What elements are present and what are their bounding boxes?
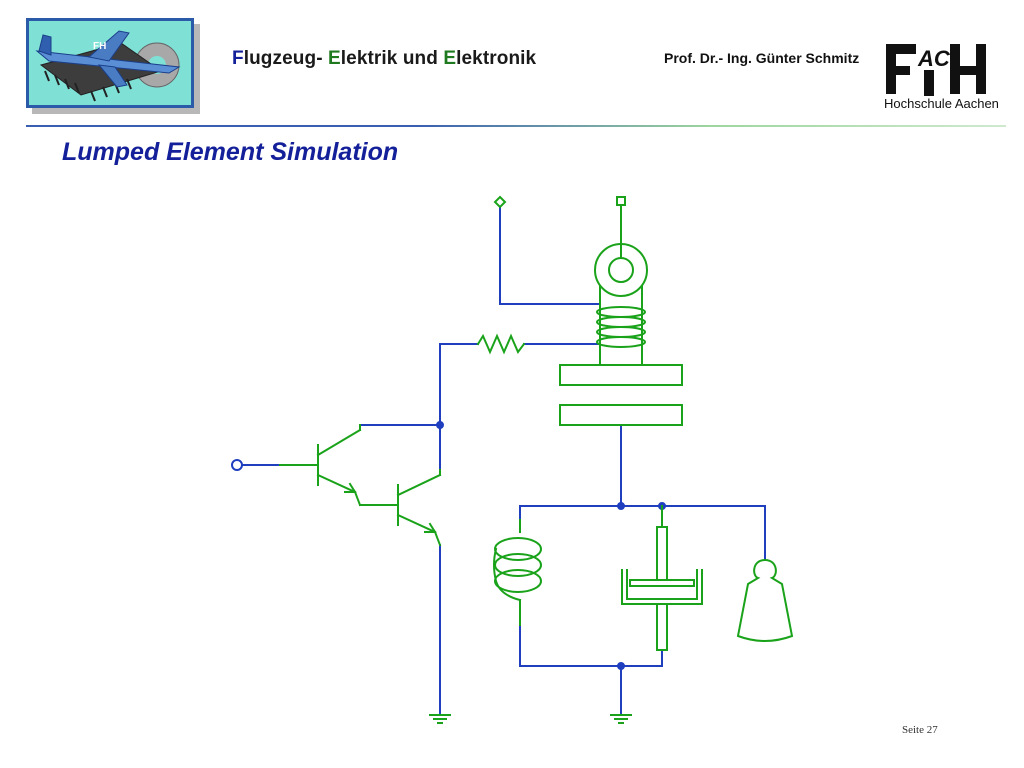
spring-coil [493,519,542,626]
ground-symbol-right [610,714,632,724]
solenoid-coil [596,306,646,348]
ground-symbol-left [429,714,451,724]
course-title-part: lektronik [456,48,537,69]
transistor-1 [279,424,399,507]
pole-piece [559,364,683,386]
author-name: Prof. Dr.- Ing. Günter Schmitz [664,50,860,66]
course-logo: FH [26,18,194,108]
terminal-square-icon [616,196,626,206]
terminal-diamond-icon [493,195,507,209]
aircraft-chip-icon: FH [35,30,181,102]
page-number: Seite 27 [902,724,938,736]
armature [559,404,683,426]
transistor-2 [396,469,442,547]
course-title-part: E [328,48,341,69]
header-divider [26,125,1006,127]
svg-text:AC: AC [917,46,951,71]
course-title-part: F [232,48,244,69]
slide-title: Lumped Element Simulation [62,138,399,166]
damper [621,505,703,651]
resistor-zigzag [476,333,526,355]
plunger-ring [594,243,648,297]
institution-caption: Hochschule Aachen [884,96,999,111]
svg-text:FH: FH [93,41,106,52]
course-title: Flugzeug- Elektrik und Elektronik [232,48,536,70]
course-title-part: lugzeug- [243,48,328,69]
course-title-part: E [443,48,457,69]
mass-weight [736,558,794,642]
course-title-part: lektrik und [340,48,444,69]
wires [231,206,766,716]
components [279,195,794,724]
fh-aachen-logo: AC [886,44,986,96]
